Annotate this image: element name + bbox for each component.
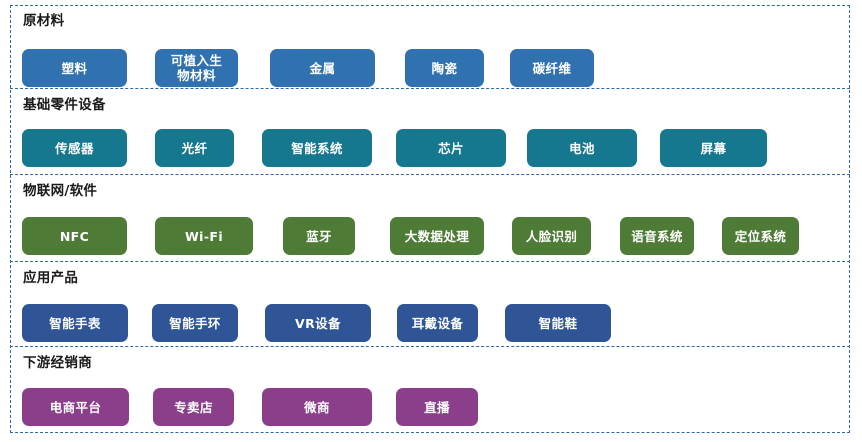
chain-row-basic-parts: 基础零件设备传感器光纤智能系统芯片电池屏幕	[10, 88, 850, 174]
node-iot-software-3[interactable]: 蓝牙	[283, 217, 355, 255]
node-strip-application-products: 智能手表智能手环 VR设备耳戴设备智能鞋	[10, 262, 850, 346]
node-iot-software-6[interactable]: 语音系统	[620, 217, 694, 255]
node-raw-materials-4[interactable]: 陶瓷	[405, 49, 484, 87]
node-iot-software-7[interactable]: 定位系统	[722, 217, 799, 255]
row-title-raw-materials: 原材料	[23, 13, 65, 29]
node-downstream-dealers-2[interactable]: 专卖店	[153, 388, 234, 426]
chain-row-downstream-dealers: 下游经销商电商平台专卖店微商直播	[10, 346, 850, 432]
node-iot-software-1[interactable]: NFC	[22, 217, 127, 255]
diagram-rows-container: 原材料塑料可植入生 物材料金属陶瓷碳纤维基础零件设备传感器光纤智能系统芯片电池屏…	[10, 5, 850, 433]
chain-row-raw-materials: 原材料塑料可植入生 物材料金属陶瓷碳纤维	[10, 5, 850, 88]
row-title-application-products: 应用产品	[23, 270, 79, 286]
node-iot-software-2[interactable]: Wi-Fi	[155, 217, 253, 255]
node-raw-materials-1[interactable]: 塑料	[22, 49, 127, 87]
node-application-products-5[interactable]: 智能鞋	[505, 304, 611, 342]
row-title-downstream-dealers: 下游经销商	[23, 355, 92, 371]
node-strip-basic-parts: 传感器光纤智能系统芯片电池屏幕	[10, 89, 850, 174]
node-raw-materials-3[interactable]: 金属	[270, 49, 375, 87]
node-basic-parts-5[interactable]: 电池	[527, 129, 637, 167]
node-basic-parts-2[interactable]: 光纤	[155, 129, 234, 167]
node-strip-iot-software: NFC Wi-Fi 蓝牙大数据处理人脸识别语音系统定位系统	[10, 175, 850, 261]
node-application-products-1[interactable]: 智能手表	[22, 304, 128, 342]
node-downstream-dealers-3[interactable]: 微商	[262, 388, 372, 426]
node-raw-materials-5[interactable]: 碳纤维	[510, 49, 594, 87]
node-raw-materials-2[interactable]: 可植入生 物材料	[155, 49, 238, 87]
node-downstream-dealers-1[interactable]: 电商平台	[22, 388, 129, 426]
node-basic-parts-1[interactable]: 传感器	[22, 129, 127, 167]
row-title-basic-parts: 基础零件设备	[23, 97, 106, 113]
node-strip-raw-materials: 塑料可植入生 物材料金属陶瓷碳纤维	[10, 5, 850, 88]
node-application-products-2[interactable]: 智能手环	[152, 304, 238, 342]
chain-row-iot-software: 物联网/软件 NFC Wi-Fi 蓝牙大数据处理人脸识别语音系统定位系统	[10, 174, 850, 261]
node-downstream-dealers-4[interactable]: 直播	[396, 388, 478, 426]
row-title-iot-software: 物联网/软件	[23, 183, 98, 199]
node-iot-software-4[interactable]: 大数据处理	[390, 217, 484, 255]
node-application-products-3[interactable]: VR设备	[265, 304, 371, 342]
node-basic-parts-4[interactable]: 芯片	[396, 129, 506, 167]
node-basic-parts-3[interactable]: 智能系统	[262, 129, 372, 167]
node-application-products-4[interactable]: 耳戴设备	[397, 304, 478, 342]
node-strip-downstream-dealers: 电商平台专卖店微商直播	[10, 347, 850, 432]
chain-row-application-products: 应用产品智能手表智能手环 VR设备耳戴设备智能鞋	[10, 261, 850, 346]
node-basic-parts-6[interactable]: 屏幕	[660, 129, 767, 167]
node-iot-software-5[interactable]: 人脸识别	[512, 217, 591, 255]
